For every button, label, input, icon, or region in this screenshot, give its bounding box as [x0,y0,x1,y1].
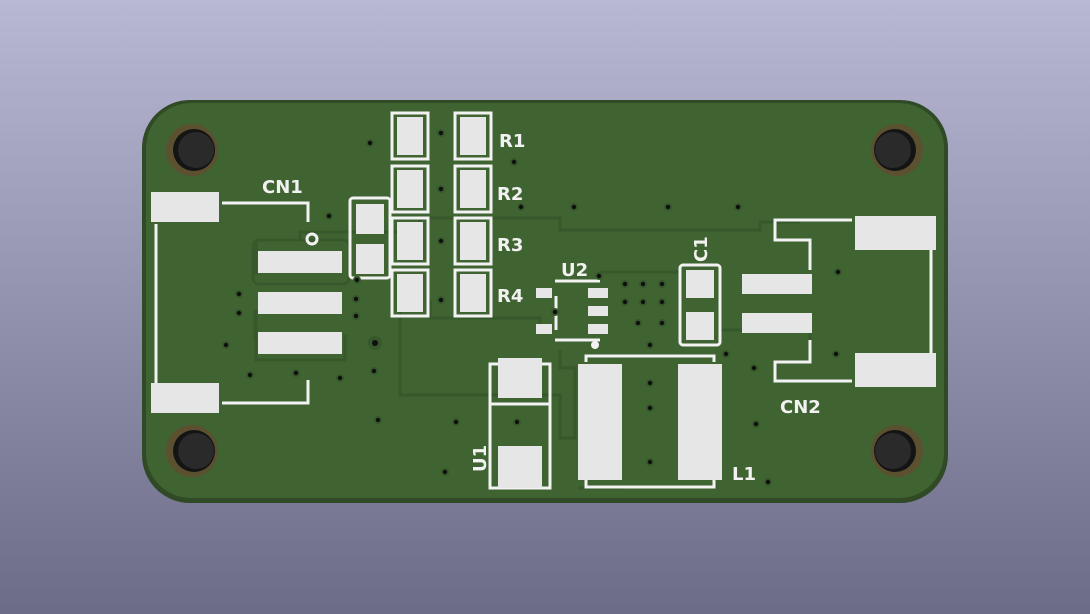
mounting-hole-bottom-left [166,425,218,477]
label-r4: R4 [497,286,523,307]
capacitor-c1 [678,263,722,347]
via [640,299,646,305]
via [659,320,665,326]
u2-pad-1 [536,288,552,298]
capacitor-unlabeled [348,196,392,280]
via [552,309,558,315]
via [337,375,343,381]
via [571,204,577,210]
via [622,281,628,287]
via [438,130,444,136]
u1-pad-1 [498,358,542,398]
mounting-holes [166,124,923,477]
cn1-pin1-marker [305,232,319,246]
via [596,273,602,279]
cn1-pad-2 [258,292,342,314]
via [326,213,332,219]
label-r1: R1 [499,131,525,152]
via [442,469,448,475]
u2-pad-4 [588,306,608,316]
cn1-mount-pad-top [151,192,219,222]
via [665,204,671,210]
diode-u1 [488,358,552,490]
via [647,459,653,465]
vias [222,129,842,486]
via [753,421,759,427]
cn2-silkscreen [773,218,933,383]
via [371,368,377,374]
resistor-array [348,111,493,318]
via [659,281,665,287]
cn1-pad-1 [258,251,342,273]
cn2-mount-pad-top [855,216,936,250]
u2-pad-2 [536,324,552,334]
u2-pad-5 [588,324,608,334]
via [367,140,373,146]
label-r3: R3 [497,235,523,256]
label-cn2: CN2 [780,397,821,418]
label-cn1: CN1 [262,177,303,198]
via [354,277,360,283]
label-c1: C1 [691,236,712,262]
mounting-hole-bottom-right [871,425,923,477]
inductor-l1 [578,354,722,489]
label-r2: R2 [497,184,523,205]
ic-u2 [536,279,608,349]
via [438,297,444,303]
via [236,291,242,297]
reference-labels: CN1 CN2 R1 R2 R3 R4 U2 C1 U1 L1 [262,131,821,485]
via [833,351,839,357]
via [647,342,653,348]
via [622,299,628,305]
via [647,405,653,411]
cn1-mount-pad-bottom [151,383,219,413]
connector-cn2 [742,216,936,387]
via [223,342,229,348]
via [514,419,520,425]
mounting-hole-top-right [871,124,923,176]
via [438,238,444,244]
l1-pad-2 [678,364,722,480]
via [375,417,381,423]
via [659,299,665,305]
cn1-silkscreen [154,201,310,405]
via [353,296,359,302]
resistor-r4 [390,268,493,318]
label-u1: U1 [470,445,491,472]
l1-pad-1 [578,364,622,480]
connector-cn1 [151,192,382,413]
mounting-hole-top-left [166,124,218,176]
via [647,380,653,386]
via [453,419,459,425]
label-l1: L1 [732,464,756,485]
via [635,320,641,326]
via [835,269,841,275]
u2-pin1-dot [591,341,599,349]
via [511,159,517,165]
via [353,313,359,319]
resistor-r2 [390,164,493,214]
via [723,351,729,357]
via [236,310,242,316]
u2-pad-3 [588,288,608,298]
via [765,479,771,485]
via [247,372,253,378]
cn2-pad-2 [742,313,812,333]
resistor-r3 [390,216,493,266]
via [735,204,741,210]
via [640,281,646,287]
via [438,186,444,192]
u1-pad-2 [498,446,542,488]
pcb-board [146,103,944,498]
via [293,370,299,376]
via [751,365,757,371]
label-u2: U2 [561,260,588,281]
cn1-pad-3 [258,332,342,354]
resistor-r1 [390,111,493,161]
cn2-mount-pad-bottom [855,353,936,387]
cn2-pad-1 [742,274,812,294]
via [518,204,524,210]
